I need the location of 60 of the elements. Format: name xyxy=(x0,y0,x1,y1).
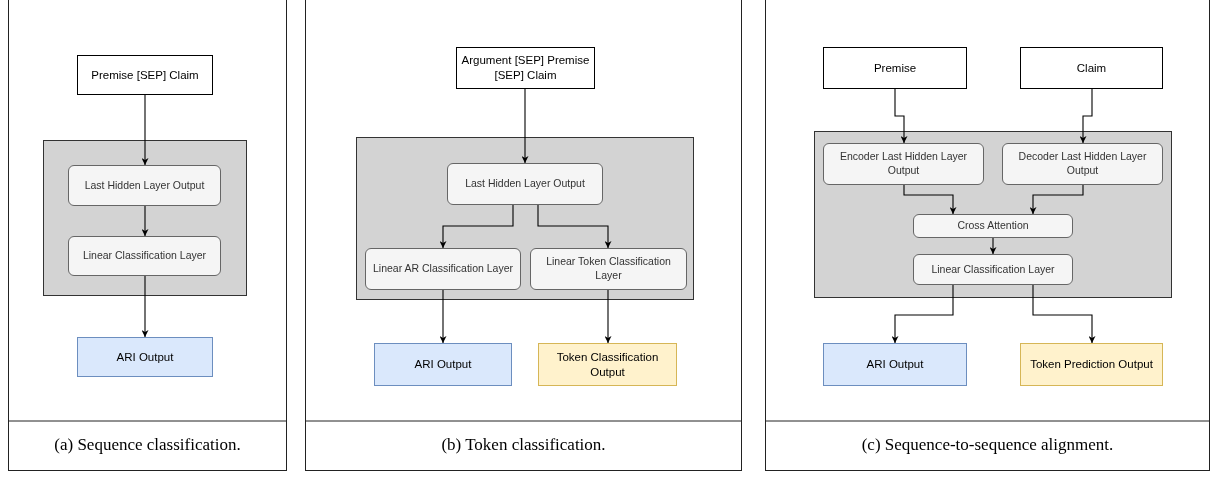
output-label: Token Prediction Output xyxy=(1029,357,1154,372)
layer-label: Last Hidden Layer Output xyxy=(464,177,586,191)
layer-label: Linear Classification Layer xyxy=(930,262,1056,277)
arrow xyxy=(141,275,149,338)
model-container xyxy=(43,140,247,296)
arrow xyxy=(891,284,954,344)
layer-label: Linear AR Classification Layer xyxy=(371,262,515,276)
input-box xyxy=(77,55,213,95)
layer-label: Decoder Last Hidden Layer Output xyxy=(1017,150,1148,178)
layer-box xyxy=(447,163,603,205)
output-box xyxy=(77,337,213,377)
arrow xyxy=(537,204,612,249)
input-label: Premise [SEP] Claim xyxy=(90,67,200,83)
layer-box xyxy=(68,236,221,276)
input-label: Argument [SEP] Premise [SEP] Claim xyxy=(460,53,591,83)
layer-label: Linear Classification Layer xyxy=(81,249,208,263)
arrow xyxy=(1032,284,1096,344)
arrow xyxy=(894,88,908,144)
output-box xyxy=(823,343,967,386)
layer-label: Linear Token Classification Layer xyxy=(545,255,672,283)
layer-box xyxy=(913,214,1073,238)
input-box xyxy=(823,47,967,89)
panel-frame xyxy=(8,0,287,471)
panel-caption: (c) Sequence-to-sequence alignment. xyxy=(860,433,1115,456)
layer-label: Cross Attention xyxy=(956,219,1030,233)
layer-box xyxy=(530,248,687,290)
output-box xyxy=(538,343,677,386)
model-container xyxy=(814,131,1172,298)
arrow xyxy=(141,205,149,237)
layer-label: Encoder Last Hidden Layer Output xyxy=(838,150,969,178)
panel-frame xyxy=(765,0,1210,471)
arrow xyxy=(989,237,997,255)
input-box xyxy=(456,47,595,89)
output-label: ARI Output xyxy=(413,357,473,372)
arrow xyxy=(141,94,149,166)
layer-box xyxy=(913,254,1073,285)
panel-caption: (a) Sequence classification. xyxy=(53,433,242,456)
output-label: ARI Output xyxy=(115,349,175,365)
output-box xyxy=(374,343,512,386)
output-label: Token Classification Output xyxy=(555,349,660,380)
layer-box xyxy=(68,165,221,206)
arrow xyxy=(1079,88,1093,144)
output-label: ARI Output xyxy=(865,357,925,372)
input-label: Premise xyxy=(872,60,918,76)
layer-box xyxy=(823,143,984,185)
arrow xyxy=(439,204,514,249)
output-box xyxy=(1020,343,1163,386)
input-box xyxy=(1020,47,1163,89)
layer-label: Last Hidden Layer Output xyxy=(83,178,206,193)
layer-box xyxy=(365,248,521,290)
arrow xyxy=(604,289,612,344)
model-container xyxy=(356,137,694,300)
arrow xyxy=(439,289,447,344)
arrow xyxy=(1029,184,1084,215)
panel-frame xyxy=(305,0,742,471)
panel-caption: (b) Token classification. xyxy=(440,433,607,456)
arrow xyxy=(903,184,957,215)
arrow xyxy=(521,88,529,164)
input-label: Claim xyxy=(1075,60,1108,76)
layer-box xyxy=(1002,143,1163,185)
